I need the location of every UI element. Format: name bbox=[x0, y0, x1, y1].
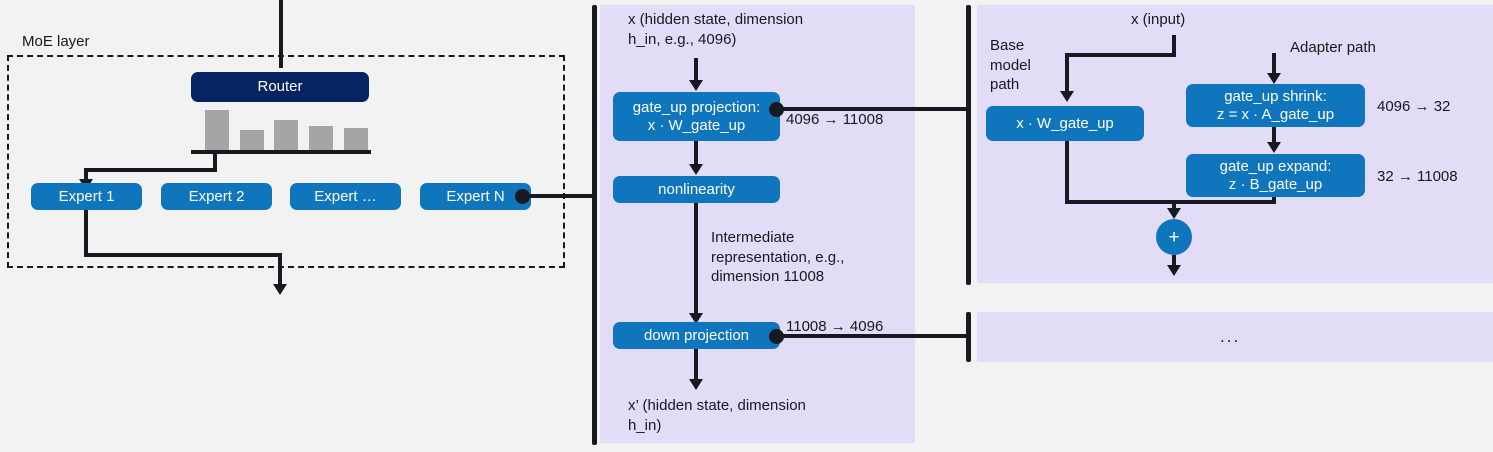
adapter-output-line bbox=[1172, 255, 1176, 268]
gate-up-to-adapter-line bbox=[777, 107, 970, 111]
expert-output-label: x’ (hidden state, dimension h_in) bbox=[628, 397, 806, 434]
base-to-merge-vline bbox=[1065, 141, 1069, 204]
expert-detail-panel-edge-bar bbox=[592, 5, 597, 445]
adapter-panel-edge-bar bbox=[966, 5, 971, 285]
router-to-expert1-hline bbox=[84, 168, 217, 172]
merge-to-plus-vline bbox=[1172, 200, 1176, 212]
base-model-box[interactable]: x · W_gate_up bbox=[986, 106, 1144, 141]
merge-hline bbox=[1065, 200, 1276, 204]
moe-layer-boundary bbox=[7, 55, 565, 268]
expert-detail-panel bbox=[600, 5, 915, 443]
adapter-split-to-base-vline bbox=[1065, 53, 1069, 93]
gate-up-expand-dims-label: 32 → 11008 bbox=[1377, 168, 1458, 185]
more-layers-panel-edge-bar bbox=[966, 312, 971, 362]
merge-to-plus-arrowhead bbox=[1167, 208, 1181, 219]
expert-n-to-expert-panel-line bbox=[522, 194, 597, 198]
gate-up-to-nonlinearity-arrowhead bbox=[689, 164, 703, 175]
router-to-expert1-vline-a bbox=[213, 150, 217, 172]
gate-up-projection-box[interactable]: gate_up projection: x · W_gate_up bbox=[613, 92, 780, 141]
moe-output-arrowhead bbox=[273, 284, 287, 295]
down-projection-box[interactable]: down projection bbox=[613, 322, 780, 349]
expert-box-1[interactable]: Expert 1 bbox=[31, 183, 142, 210]
expert1-out-vline bbox=[84, 210, 88, 257]
adapter-split-hline bbox=[1065, 53, 1176, 57]
expert-box-2[interactable]: Expert 2 bbox=[161, 183, 272, 210]
gate-up-connector-dot bbox=[769, 102, 784, 117]
adapter-split-to-shrink-arrowhead bbox=[1267, 73, 1281, 84]
expert-output-arrowhead bbox=[689, 379, 703, 390]
router-weight-bar-3 bbox=[274, 120, 298, 150]
moe-layer-title: MoE layer bbox=[22, 33, 90, 50]
moe-input-line bbox=[279, 0, 283, 68]
expert-input-label: x (hidden state, dimension h_in, e.g., 4… bbox=[628, 11, 804, 48]
router-weight-bar-2 bbox=[240, 130, 264, 150]
router-weight-bar-1 bbox=[205, 110, 229, 150]
base-model-path-label: Base model path bbox=[990, 37, 1031, 93]
intermediate-representation-label: Intermediate representation, e.g., dimen… bbox=[711, 229, 845, 285]
nonlinearity-to-down-arrowhead bbox=[689, 313, 703, 324]
adapter-path-label: Adapter path bbox=[1290, 39, 1376, 56]
more-layers-ellipsis: ... bbox=[1220, 327, 1241, 346]
adapter-output-arrowhead bbox=[1167, 265, 1181, 276]
expert-box-n[interactable]: Expert N bbox=[420, 183, 531, 210]
adapter-panel bbox=[977, 5, 1493, 283]
adapter-input-label: x (input) bbox=[1131, 11, 1186, 28]
router-baseline bbox=[191, 150, 371, 154]
router-to-expert1-vline-b bbox=[84, 168, 88, 181]
gate-up-dims-label: 4096 → 11008 bbox=[786, 111, 884, 128]
down-projection-connector-dot bbox=[769, 329, 784, 344]
more-layers-panel bbox=[977, 312, 1493, 362]
down-projection-to-more-line bbox=[777, 334, 970, 338]
add-node[interactable]: + bbox=[1156, 219, 1192, 255]
adapter-split-to-shrink-vline bbox=[1272, 53, 1276, 75]
nonlinearity-box[interactable]: nonlinearity bbox=[613, 176, 780, 203]
gate-up-shrink-box[interactable]: gate_up shrink: z = x · A_gate_up bbox=[1186, 84, 1365, 127]
expert-input-arrowhead bbox=[689, 80, 703, 91]
gate-up-to-nonlinearity-line bbox=[694, 141, 698, 167]
expert-output-line bbox=[694, 349, 698, 381]
expert-input-arrow-line bbox=[694, 58, 698, 84]
gate-up-shrink-dims-label: 4096 → 32 bbox=[1377, 98, 1451, 115]
moe-output-vline bbox=[278, 253, 282, 286]
shrink-to-expand-arrowhead bbox=[1267, 142, 1281, 153]
router-weight-bar-4 bbox=[309, 126, 333, 150]
router-box[interactable]: Router bbox=[191, 72, 369, 102]
down-projection-dims-label: 11008 → 4096 bbox=[786, 318, 884, 335]
shrink-to-expand-line bbox=[1272, 127, 1276, 145]
expert1-out-hline bbox=[84, 253, 282, 257]
adapter-input-line bbox=[1172, 35, 1176, 57]
gate-up-expand-box[interactable]: gate_up expand: z · B_gate_up bbox=[1186, 154, 1365, 197]
router-weight-bar-5 bbox=[344, 128, 368, 150]
adapter-split-to-base-arrowhead bbox=[1060, 91, 1074, 102]
expert-box-3[interactable]: Expert … bbox=[290, 183, 401, 210]
nonlinearity-to-down-line bbox=[694, 203, 698, 315]
